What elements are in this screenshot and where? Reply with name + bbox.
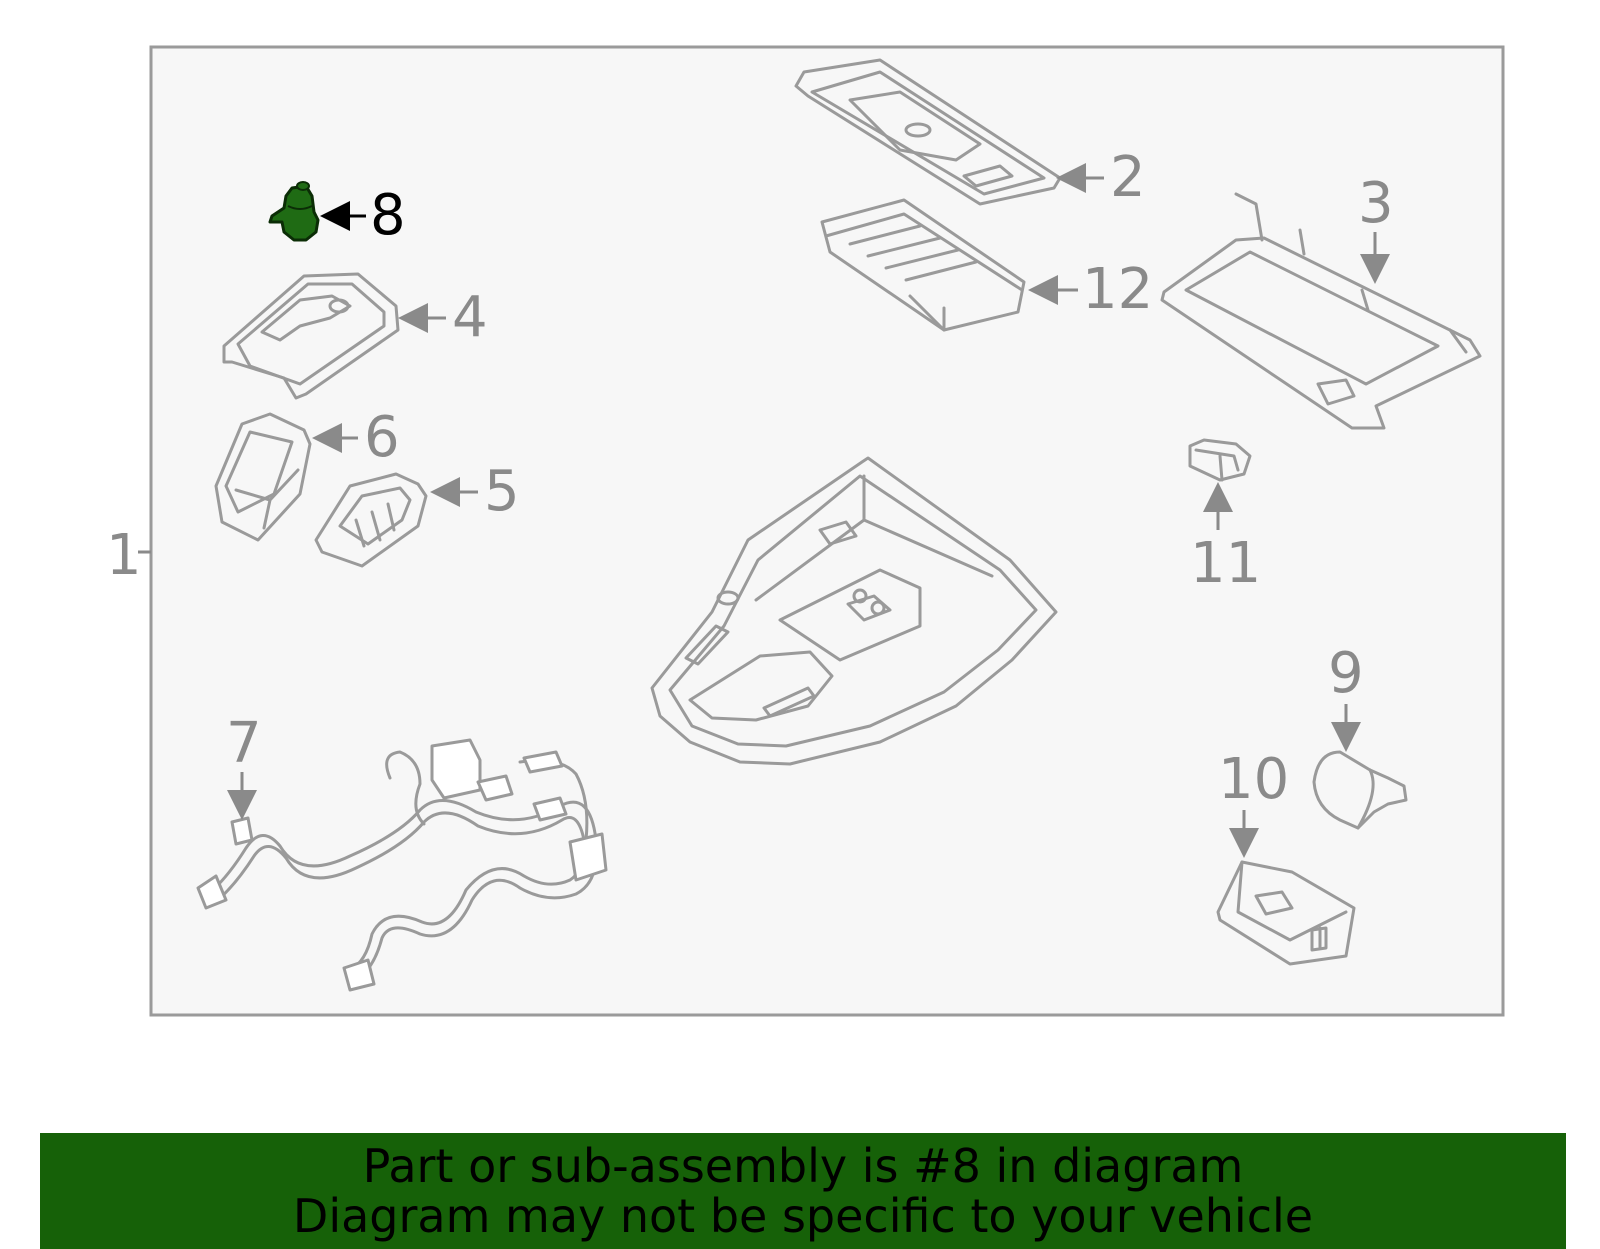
callout-7: 7 — [226, 711, 262, 776]
parts-diagram: 1 2 3 4 5 6 7 8 9 10 11 12 — [106, 45, 1505, 1017]
callout-3: 3 — [1358, 171, 1394, 236]
part-10[interactable] — [1216, 860, 1356, 966]
callout-6: 6 — [364, 405, 400, 470]
callout-10: 10 — [1218, 747, 1289, 812]
callout-12: 12 — [1082, 257, 1153, 322]
callout-8: 8 — [370, 183, 406, 248]
part-5[interactable] — [314, 472, 428, 568]
banner-line-2: Diagram may not be specific to your vehi… — [292, 1189, 1314, 1243]
part-12[interactable] — [820, 198, 1026, 332]
part-6[interactable] — [214, 412, 312, 542]
callout-1: 1 — [106, 523, 142, 588]
part-8-highlighted[interactable] — [268, 181, 320, 242]
banner-line-1: Part or sub-assembly is #8 in diagram — [362, 1139, 1244, 1193]
callout-9: 9 — [1328, 641, 1364, 706]
callout-11: 11 — [1190, 531, 1261, 596]
part-7-harness[interactable] — [196, 738, 608, 992]
part-3[interactable] — [1160, 192, 1482, 430]
part-9[interactable] — [1312, 750, 1408, 830]
info-banner: Part or sub-assembly is #8 in diagram Di… — [40, 1133, 1566, 1249]
part-11[interactable] — [1188, 438, 1252, 482]
callout-2: 2 — [1110, 145, 1146, 210]
callout-5: 5 — [484, 459, 520, 524]
part-1-console[interactable] — [650, 456, 1058, 766]
part-4[interactable] — [222, 272, 400, 400]
callout-4: 4 — [452, 285, 488, 350]
